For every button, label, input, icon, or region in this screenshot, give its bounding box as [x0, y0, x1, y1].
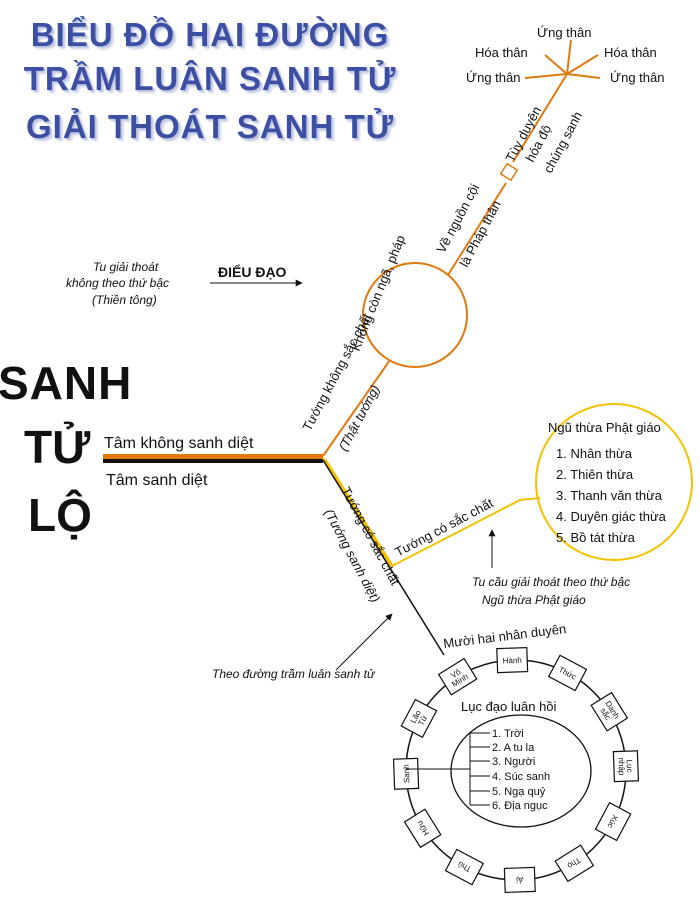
ngu-thua-circle [535, 403, 693, 561]
realm-2: 2. A tu la [492, 742, 535, 754]
realm-3: 3. Người [492, 756, 535, 768]
ngu-thua-item-1: 1. Nhân thừa [556, 446, 633, 461]
ngu-thua-item-5: 5. Bồ tát thừa [556, 530, 636, 545]
yellow-branch-label: Tướng có sắc chất [392, 495, 496, 560]
wheel-link-label: Lục [625, 759, 634, 772]
ngu-thua-note-1: Tu cầu giải thoát theo thứ bậc [472, 575, 630, 589]
wheel-link-3: Thức [547, 654, 588, 692]
lower-yellow-stroke [323, 459, 394, 567]
ngu-thua-item-2: 2. Thiên thừa [556, 467, 634, 482]
upper-branch-line [322, 359, 391, 457]
title-line-2: TRẦM LUÂN SANH TỬ [23, 60, 397, 97]
wheel-link-label: nhập [617, 757, 627, 776]
upper-stem-line-2 [512, 73, 568, 163]
wheel-link-6: Xúc [594, 801, 632, 842]
wheel-link-label: Ái [516, 875, 524, 884]
realm-5: 5. Ngạ quỷ [492, 786, 546, 798]
wheel-link-10: Hữu [403, 808, 442, 849]
side-label-sanh: SANH [0, 357, 133, 409]
realm-4: 4. Súc sanh [492, 771, 550, 783]
wheel-brace [469, 732, 490, 806]
realm-6: 6. Địa ngục [492, 800, 548, 812]
wheel-link-11: Sanh [392, 757, 420, 790]
ngu-thua-note-2: Ngũ thừa Phật giáo [482, 593, 586, 607]
ngu-thua-title: Ngũ thừa Phật giáo [548, 420, 661, 435]
wheel-title: Mười hai nhân duyên [443, 621, 567, 651]
lower-note: Theo đường trầm luân sanh tử [212, 667, 376, 681]
upper-stem-line [447, 182, 507, 276]
dieu-dao-note-2: không theo thứ bậc [66, 276, 169, 290]
dieu-dao-note-3: (Thiền tông) [92, 293, 157, 307]
root-label-lower: Tâm sanh diệt [106, 472, 208, 489]
wheel-inner-circle [450, 714, 592, 828]
root-bar-orange [103, 454, 323, 459]
side-label-lo: LỘ [28, 489, 92, 541]
wheel-link-label: Hành [503, 656, 522, 666]
fan-label-left-upper: Hóa thân [475, 45, 528, 60]
ngu-thua-item-3: 3. Thanh văn thừa [556, 488, 663, 503]
wheel-link-label: Sanh [402, 764, 412, 783]
dieu-dao-note-1: Tu giải thoát [93, 260, 159, 274]
fan-label-top: Ứng thân [537, 25, 591, 40]
lower-branch-line [322, 459, 445, 656]
lower-note-arrow [335, 613, 393, 671]
upper-stem-box [499, 162, 519, 182]
root-label-upper: Tâm không sanh diệt [104, 435, 254, 452]
wheel-link-9: Thủ [444, 848, 485, 886]
circle-label: Không còn ngã, pháp [348, 233, 408, 353]
upper-label-that-tuong: (Thật tướng) [335, 382, 382, 453]
wheel-outer-circle [405, 659, 627, 881]
fan-label-right-lower: Ứng thân [610, 70, 664, 85]
side-label-tu: TỬ [24, 421, 91, 473]
title-line-1: BIỂU ĐỒ HAI ĐƯỜNG [30, 16, 390, 53]
fan-label-left-lower: Ứng thân [466, 70, 520, 85]
dieu-dao-circle [362, 262, 468, 368]
fan-lines [524, 39, 601, 79]
root-bar-black [103, 459, 323, 463]
wheel-link-2: Hành [496, 646, 529, 674]
title-line-3: GIẢI THOÁT SANH TỬ [25, 108, 395, 145]
ngu-thua-item-4: 4. Duyên giác thừa [556, 509, 667, 524]
dieu-dao-label: ĐIỂU ĐẠO [218, 263, 287, 280]
wheel-link-7: Thọ [554, 844, 595, 883]
realm-1: 1. Trời [492, 728, 524, 740]
fan-label-right-upper: Hóa thân [604, 45, 657, 60]
wheel-inner-title: Lục đạo luân hồi [461, 699, 557, 714]
wheel-link-8: Ái [503, 866, 536, 894]
